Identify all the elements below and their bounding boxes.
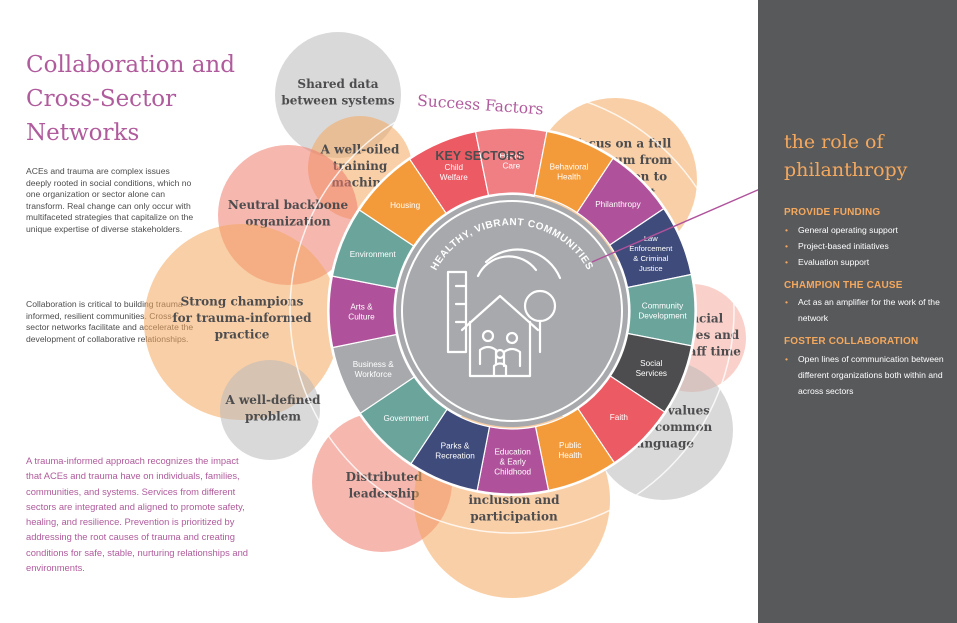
sidebar-heading-foster: FOSTER COLLABORATION <box>784 336 919 347</box>
sector-housing: Housing <box>358 158 447 247</box>
sector-label: Government <box>384 414 430 423</box>
success-factors-label: Success Factors <box>417 92 545 119</box>
success-factor-bubble <box>220 360 320 460</box>
list-item: Project-based initiatives <box>784 238 949 254</box>
list-item: General operating support <box>784 222 949 238</box>
center-disc <box>396 195 628 427</box>
page-title: Collaboration and Cross-Sector Networks <box>26 52 235 146</box>
list-item: Evaluation support <box>784 254 949 270</box>
sidebar-heading-provide-funding: PROVIDE FUNDING <box>784 207 881 218</box>
sector-label: Housing <box>390 201 420 210</box>
sector-label: Parks &Recreation <box>435 441 475 460</box>
sidebar-list-champion: Act as an amplifier for the work of the … <box>784 294 949 326</box>
intro-paragraph-1: ACEs and trauma are complex issues deepl… <box>26 166 194 234</box>
trauma-informed-paragraph: A trauma-informed approach recognizes th… <box>26 455 249 574</box>
outer-guide-line <box>289 88 735 534</box>
sector-ring-border <box>327 126 697 496</box>
sidebar-list-foster: Open lines of communication between diff… <box>784 351 949 399</box>
sidebar-list-provide-funding: General operating support Project-based … <box>784 222 949 270</box>
key-sectors-label: KEY SECTORS <box>435 149 524 163</box>
center-hub: HEALTHY, VIBRANT COMMUNITIES <box>396 195 628 427</box>
sector-segment <box>358 158 447 247</box>
sector-label: Philanthropy <box>595 200 641 209</box>
center-inner-ring <box>401 200 623 422</box>
sidebar-title: the role of philanthropy <box>784 131 908 181</box>
list-item: Open lines of communication between diff… <box>784 351 949 399</box>
list-item: Act as an amplifier for the work of the … <box>784 294 949 326</box>
sector-label: Faith <box>610 413 629 422</box>
intro-paragraph-2: Collaboration is critical to building tr… <box>26 299 194 344</box>
community-house-icon <box>446 248 562 378</box>
sector-label: Business &Workforce <box>353 360 394 379</box>
sector-label: Arts &Culture <box>348 303 375 322</box>
sidebar-heading-champion: CHAMPION THE CAUSE <box>784 280 903 291</box>
sector-label: Environment <box>350 250 397 259</box>
